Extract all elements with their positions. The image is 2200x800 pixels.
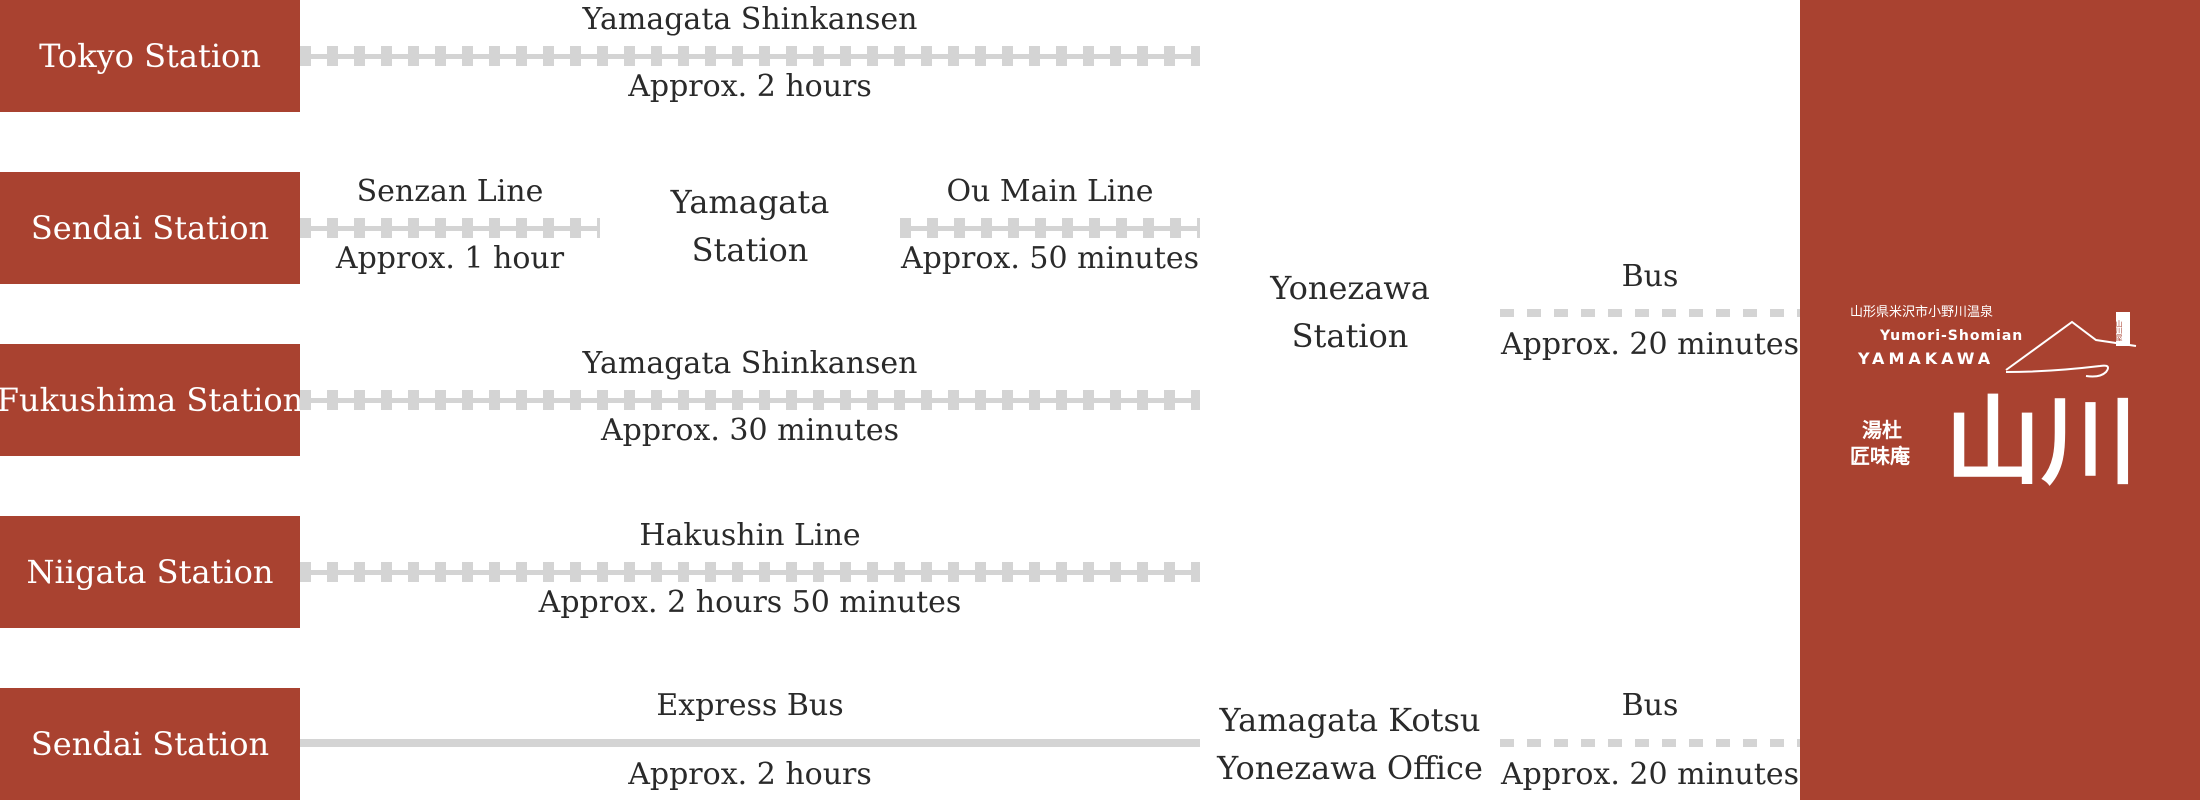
hub-label: Yamagata Kotsu Yonezawa Office — [1217, 701, 1483, 787]
origin-label: Fukushima Station — [0, 381, 304, 419]
bus-road — [300, 739, 1200, 747]
rail-track — [300, 218, 600, 238]
transfer-station-yamagata: Yamagata Station — [620, 178, 880, 274]
rail-track — [300, 46, 1200, 66]
route-line-name: Ou Main Line — [946, 174, 1154, 209]
logo-small-2: 匠味庵 — [1850, 444, 1911, 468]
rail-track — [900, 218, 1200, 238]
logo-seal: 山川屋 — [2115, 319, 2123, 342]
origin-label: Tokyo Station — [39, 37, 261, 75]
origin-sendai-station: Sendai Station — [0, 172, 300, 284]
route-line-name: Yamagata Shinkansen — [582, 2, 918, 37]
route-line-name: Hakushin Line — [639, 518, 861, 553]
origin-label: Sendai Station — [30, 209, 270, 247]
logo-address: 山形県米沢市小野川温泉 — [1850, 304, 1993, 320]
route-duration: Approx. 50 minutes — [900, 241, 1200, 276]
destination-panel: 山形県米沢市小野川温泉 Yumori-Shomian YAMAKAWA 山川屋 … — [1800, 0, 2200, 800]
origin-label: Niigata Station — [26, 553, 274, 591]
final-leg-line: Bus — [1621, 688, 1679, 723]
route-line-name: Yamagata Shinkansen — [582, 346, 918, 381]
logo-romaji: Yumori-Shomian — [1879, 328, 2023, 344]
route-line-name: Senzan Line — [356, 174, 544, 209]
route-duration: Approx. 2 hours — [628, 69, 872, 104]
final-leg-line: Bus — [1621, 259, 1679, 294]
origin-label: Sendai Station — [30, 725, 270, 763]
transfer-station-label: Yamagata Station — [670, 183, 830, 269]
final-leg-duration: Approx. 20 minutes — [1500, 327, 1800, 362]
route-line-name: Express Bus — [656, 688, 844, 723]
route-duration: Approx. 2 hours 50 minutes — [538, 585, 962, 620]
seal-icon — [2116, 312, 2130, 346]
origin-tokyo-station: Tokyo Station — [0, 0, 300, 112]
logo-name-en: YAMAKAWA — [1857, 349, 1994, 368]
hub-yamagata-kotsu-office: Yamagata Kotsu Yonezawa Office — [1210, 696, 1490, 792]
rail-track — [300, 562, 1200, 582]
origin-fukushima-station: Fukushima Station — [0, 344, 304, 456]
rail-track — [300, 390, 1200, 410]
final-leg-duration: Approx. 20 minutes — [1500, 757, 1800, 792]
bus-dashed-line — [1500, 739, 1800, 747]
route-duration: Approx. 1 hour — [335, 241, 565, 276]
hub-yonezawa-station: Yonezawa Station — [1220, 264, 1480, 360]
logo-small-1: 湯杜 — [1862, 418, 1902, 442]
hub-label: Yonezawa Station — [1270, 269, 1430, 355]
origin-sendai-station-bus: Sendai Station — [0, 688, 300, 800]
yamakawa-logo: 山形県米沢市小野川温泉 Yumori-Shomian YAMAKAWA 山川屋 … — [1850, 304, 2137, 498]
origin-niigata-station: Niigata Station — [0, 516, 300, 628]
bus-dashed-line — [1500, 309, 1800, 317]
route-duration: Approx. 30 minutes — [600, 413, 900, 448]
logo-big-calligraphy: 山川 — [1945, 386, 2137, 498]
route-duration: Approx. 2 hours — [628, 757, 872, 792]
